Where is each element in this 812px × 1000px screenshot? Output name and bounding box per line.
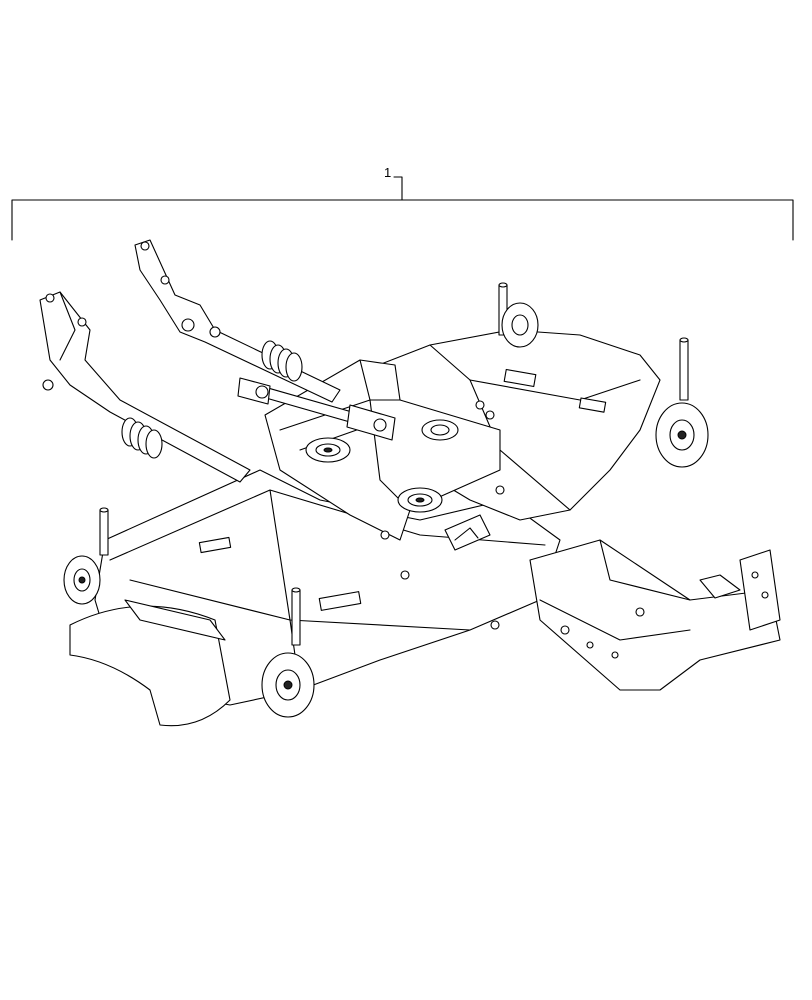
callout-1[interactable]: 1 [11, 165, 794, 241]
wheel-front-left [63, 555, 101, 605]
pulley-right [421, 419, 459, 441]
wheel-post-1 [99, 507, 109, 556]
wheel-front-center [261, 652, 315, 718]
wheel-rear-center [501, 302, 539, 348]
linkage-arm-right [134, 239, 341, 403]
wheel-post-4 [679, 337, 689, 401]
front-arm-right [529, 539, 781, 691]
mower-deck-assembly [39, 239, 781, 727]
assembly-bracket [11, 199, 794, 241]
wheel-rear-right [655, 402, 709, 468]
callout-1-leader [393, 176, 403, 201]
callout-1-label: 1 [384, 165, 391, 180]
spring-right [261, 340, 303, 382]
wheel-post-2 [291, 587, 301, 646]
spring-left [121, 417, 163, 459]
